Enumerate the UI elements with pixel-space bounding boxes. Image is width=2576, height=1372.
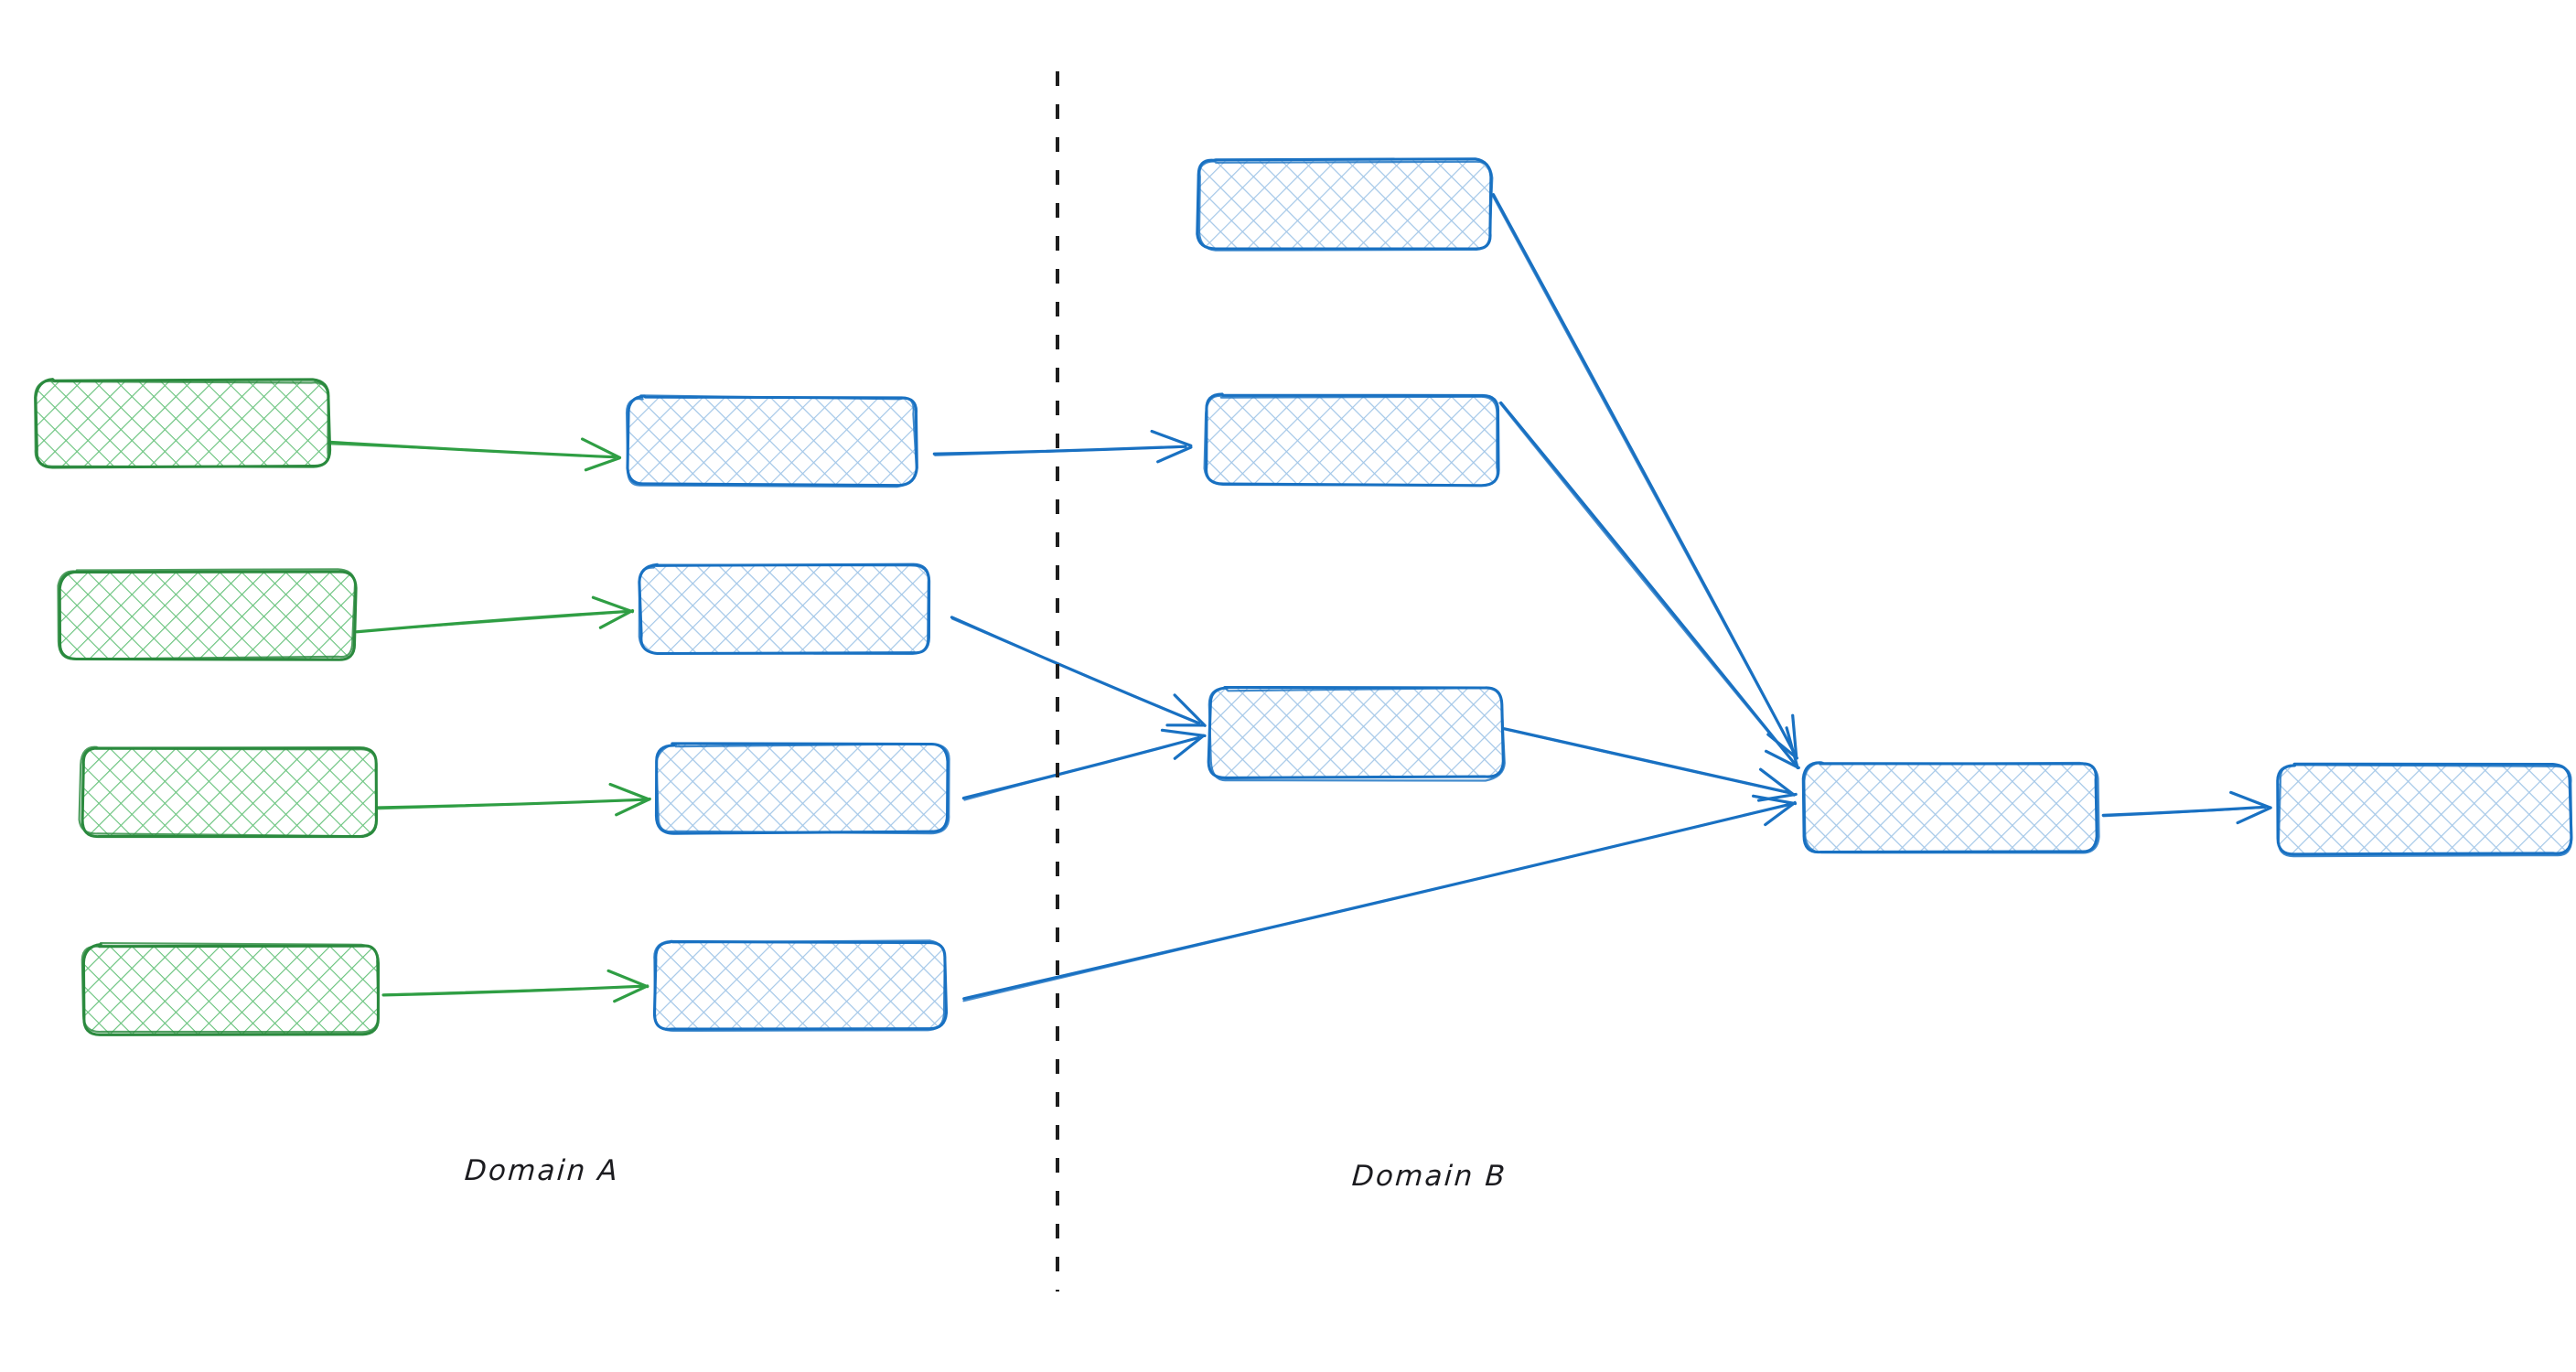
- edge-e-a2-m2: [355, 595, 635, 634]
- edge-e-m3-b3: [961, 728, 1207, 801]
- edge-e-b1-hub: [1491, 193, 1798, 760]
- node-hit-b2[interactable]: [1206, 395, 1498, 485]
- edge-e-hub-out: [2101, 790, 2272, 825]
- domain-b-label: Domain B: [1350, 1160, 1508, 1193]
- edge-e-m2-b3: [950, 616, 1207, 727]
- node-hit-m4[interactable]: [655, 942, 946, 1030]
- node-m2[interactable]: [638, 563, 931, 656]
- node-a1[interactable]: [34, 378, 332, 469]
- nodes-layer: [34, 157, 2573, 1036]
- node-a2[interactable]: [57, 568, 358, 661]
- node-m1[interactable]: [625, 394, 918, 488]
- node-b1[interactable]: [1196, 157, 1494, 252]
- node-hit-m3[interactable]: [657, 745, 948, 832]
- edge-e-m4-hub: [962, 794, 1798, 1002]
- node-hit-a4[interactable]: [84, 946, 379, 1034]
- node-out[interactable]: [2276, 762, 2573, 858]
- edge-e-b3-hub: [1501, 726, 1798, 802]
- node-hit-m1[interactable]: [628, 397, 917, 485]
- node-m4[interactable]: [652, 939, 949, 1032]
- node-hit-hub[interactable]: [1804, 763, 2097, 852]
- edge-e-b2-hub: [1498, 401, 1800, 770]
- edge-e-a1-m1: [327, 437, 622, 472]
- node-hit-a1[interactable]: [37, 381, 329, 466]
- node-a4[interactable]: [80, 942, 381, 1036]
- edges-layer: [327, 193, 2272, 1003]
- node-a3[interactable]: [78, 745, 379, 839]
- node-b3[interactable]: [1207, 685, 1506, 782]
- edge-e-m1-b2: [932, 429, 1193, 464]
- node-m3[interactable]: [654, 742, 950, 835]
- edge-e-a4-m4: [381, 969, 649, 1003]
- node-hit-b1[interactable]: [1198, 160, 1491, 250]
- node-hit-m2[interactable]: [640, 565, 929, 653]
- node-hit-b3[interactable]: [1209, 688, 1502, 777]
- node-hit-a3[interactable]: [82, 748, 377, 836]
- domain-a-label: Domain A: [463, 1154, 621, 1187]
- node-hit-out[interactable]: [2278, 765, 2571, 854]
- edge-e-a3-m3: [376, 782, 651, 817]
- node-hit-a2[interactable]: [60, 572, 355, 659]
- node-hub[interactable]: [1801, 761, 2100, 854]
- node-b2[interactable]: [1203, 392, 1500, 488]
